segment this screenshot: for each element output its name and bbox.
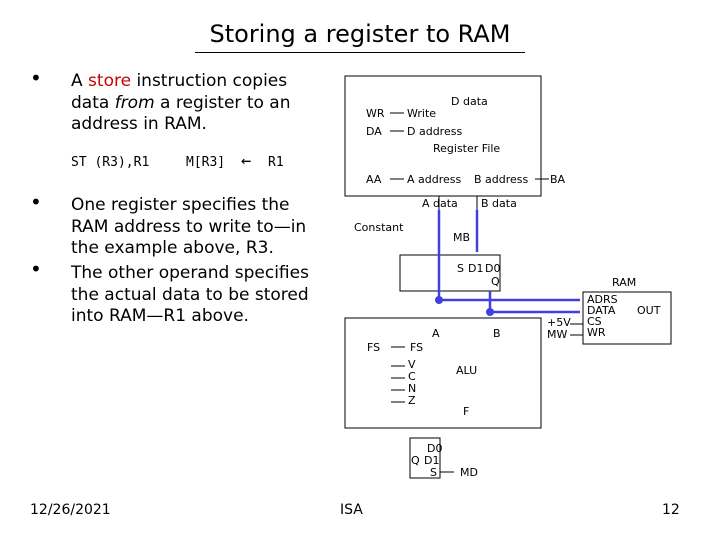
mux-b-d0-label: D0 <box>485 262 500 275</box>
ram-adrs-label: ADRS <box>587 293 618 306</box>
bullet-dot-icon: • <box>30 190 42 214</box>
plus5v-label: +5V <box>547 316 571 329</box>
data-junction-dot <box>486 308 494 316</box>
ram-cs-label: CS <box>587 315 602 328</box>
alu-n-label: N <box>408 382 416 395</box>
alu-f-label: F <box>463 405 469 418</box>
ram-wr-label: WR <box>587 326 606 339</box>
bullet-3: The other operand specifies the actual d… <box>71 263 309 326</box>
ram-title: RAM <box>612 276 636 289</box>
da-label: DA <box>366 125 382 138</box>
assign-arrow-icon: ← <box>241 151 252 171</box>
bullet-1-post: a register to an address in RAM. <box>71 92 291 135</box>
rtl-left: M[R3] <box>186 155 226 170</box>
d-data-label: D data <box>451 95 488 108</box>
instruction-code: ST (R3),R1 <box>71 155 150 170</box>
constant-label: Constant <box>354 221 404 234</box>
store-data-paths <box>437 210 580 314</box>
page-title: Storing a register to RAM <box>209 20 511 48</box>
bullet-1-pre: A <box>71 71 89 91</box>
b-address-label: B address <box>474 173 529 186</box>
a-data-label: A data <box>422 197 458 210</box>
footer-center: ISA <box>340 502 363 518</box>
alu-block <box>344 317 542 429</box>
fs-outer-label: FS <box>367 341 380 354</box>
data-path <box>488 291 580 314</box>
ba-label: BA <box>550 173 566 186</box>
bullet-1-mid: instruction copies data <box>71 71 288 113</box>
d-address-label: D address <box>407 125 462 138</box>
bullet-1-emphasis: from <box>114 92 155 113</box>
bullet-dot-icon: • <box>30 66 42 90</box>
mux-b-d1-label: D1 <box>468 262 483 275</box>
alu-label: ALU <box>456 364 477 377</box>
ram-block <box>582 291 672 345</box>
mb-label: MB <box>453 231 470 244</box>
register-file-label: Register File <box>433 142 500 155</box>
bullet-1-highlight: store <box>88 71 132 91</box>
alu-a-label: A <box>432 327 440 340</box>
md-label: MD <box>460 466 478 479</box>
alu-z-label: Z <box>408 394 416 407</box>
bullet-1: A store instruction copies data from a r… <box>71 71 311 136</box>
mux-b-q-label: Q <box>491 275 500 288</box>
aa-label: AA <box>366 173 382 186</box>
title-underline <box>195 52 525 53</box>
mux-d-block <box>409 437 441 479</box>
b-data-label: B data <box>481 197 517 210</box>
wr-label: WR <box>366 107 385 120</box>
mux-d-q-label: Q <box>411 454 420 467</box>
footer-page-number: 12 <box>662 502 680 518</box>
alu-b-label: B <box>493 327 501 340</box>
mux-d-d1-label: D1 <box>424 454 439 467</box>
mux-b-block <box>399 254 501 292</box>
footer-date: 12/26/2021 <box>30 502 111 518</box>
alu-v-label: V <box>408 358 416 371</box>
ram-out-label: OUT <box>637 304 661 317</box>
ram-data-label: DATA <box>587 304 616 317</box>
mw-label: MW <box>547 328 567 341</box>
alu-c-label: C <box>408 370 416 383</box>
bullet-dot-icon: • <box>30 257 42 281</box>
fs-inner-label: FS <box>410 341 423 354</box>
address-junction-dot <box>435 296 443 304</box>
bullet-2: One register specifies the RAM address t… <box>71 195 307 258</box>
a-address-label: A address <box>407 173 462 186</box>
mux-d-d0-label: D0 <box>427 442 442 455</box>
write-label: Write <box>407 107 436 120</box>
mux-d-s-label: S <box>430 466 437 479</box>
register-file-block <box>344 75 542 197</box>
mux-b-s-label: S <box>457 262 464 275</box>
rtl-right: R1 <box>268 155 284 170</box>
